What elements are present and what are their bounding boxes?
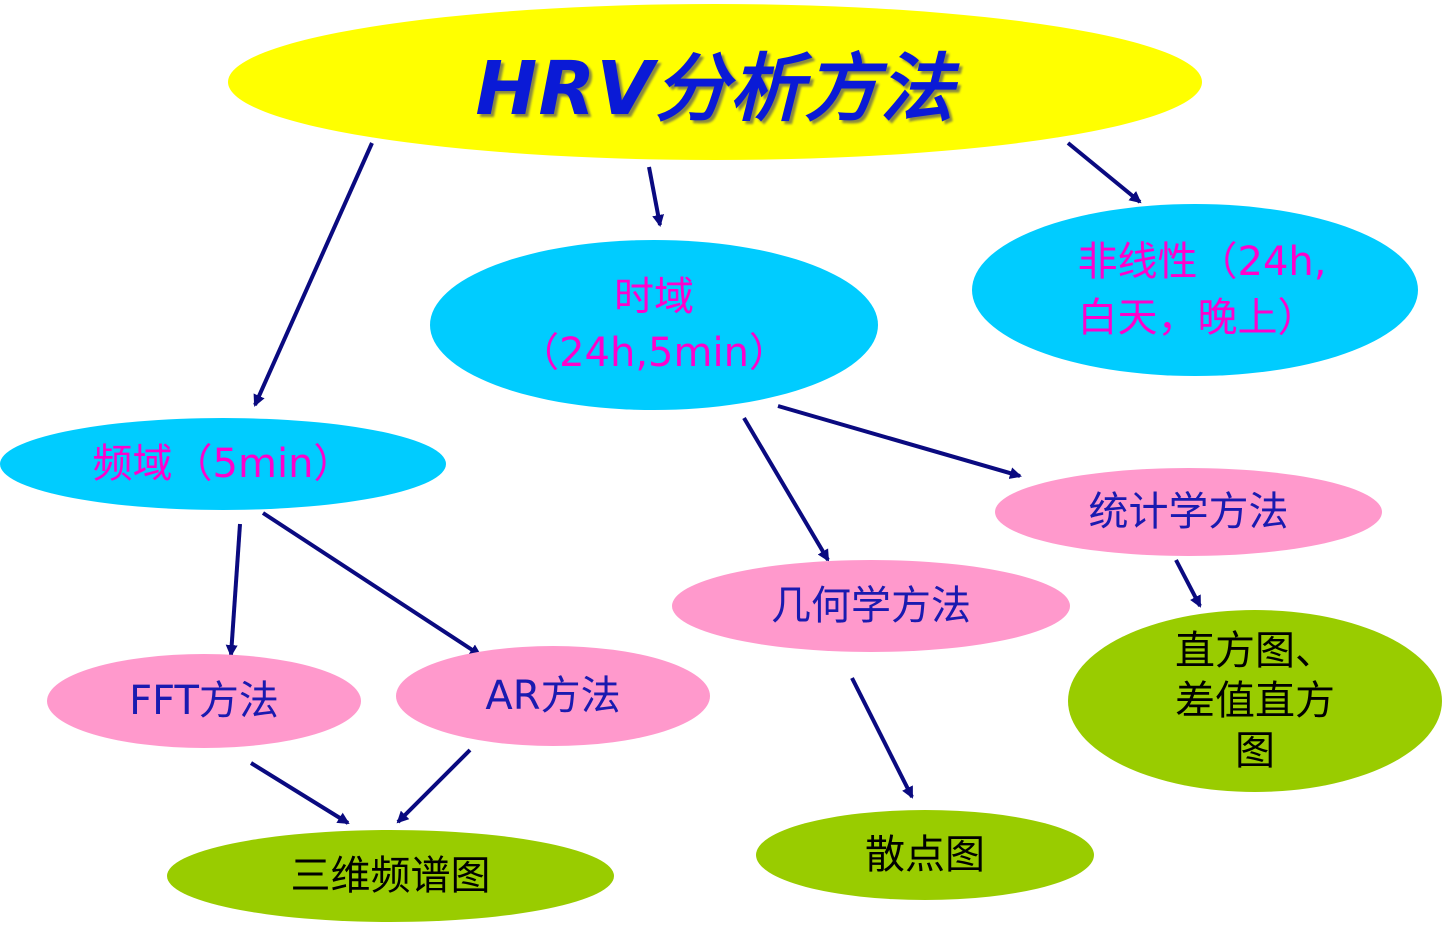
- ar-method-label: AR方法: [485, 673, 621, 719]
- arrow-fft-to-spectrum: [249, 761, 350, 825]
- scatter-plot-label: 散点图: [865, 832, 985, 878]
- time-domain-label: 时域 （24h,5min）: [519, 274, 789, 376]
- spectrum-3d-node: 三维频谱图: [167, 830, 614, 922]
- histogram-label: 直方图、 差值直方 图: [1175, 628, 1335, 774]
- arrow-statistical-to-histogram: [1174, 559, 1202, 608]
- root-node: HRV分析方法: [228, 4, 1202, 160]
- arrow-root-to-nonlinear: [1066, 141, 1142, 204]
- ar-method-node: AR方法: [396, 646, 710, 746]
- arrow-time-to-statistical: [777, 404, 1022, 479]
- frequency-domain-node: 频域（5min）: [0, 418, 446, 510]
- spectrum-3d-label: 三维频谱图: [290, 853, 491, 899]
- arrow-root-to-frequency: [253, 142, 374, 407]
- statistical-method-node: 统计学方法: [995, 468, 1382, 556]
- geometric-method-label: 几何学方法: [771, 583, 971, 629]
- arrow-frequency-to-fft: [225, 523, 242, 657]
- fft-method-label: FFT方法: [129, 678, 279, 724]
- histogram-node: 直方图、 差值直方 图: [1068, 610, 1442, 792]
- time-domain-node: 时域 （24h,5min）: [430, 240, 878, 410]
- arrow-geometric-to-scatter: [850, 677, 914, 799]
- scatter-plot-node: 散点图: [756, 810, 1094, 900]
- fft-method-node: FFT方法: [47, 654, 361, 748]
- arrow-root-to-time: [647, 166, 665, 227]
- arrow-ar-to-spectrum: [396, 748, 472, 824]
- nonlinear-node: 非线性（24h, 白天，晚上）: [972, 204, 1418, 376]
- nonlinear-label: 非线性（24h, 白天，晚上）: [1077, 239, 1327, 341]
- arrow-frequency-to-ar: [261, 511, 482, 657]
- frequency-domain-label: 频域（5min）: [92, 441, 354, 487]
- root-title: HRV分析方法: [475, 45, 955, 132]
- geometric-method-node: 几何学方法: [672, 560, 1070, 652]
- statistical-method-label: 统计学方法: [1088, 489, 1289, 535]
- arrow-time-to-geometric: [742, 416, 830, 562]
